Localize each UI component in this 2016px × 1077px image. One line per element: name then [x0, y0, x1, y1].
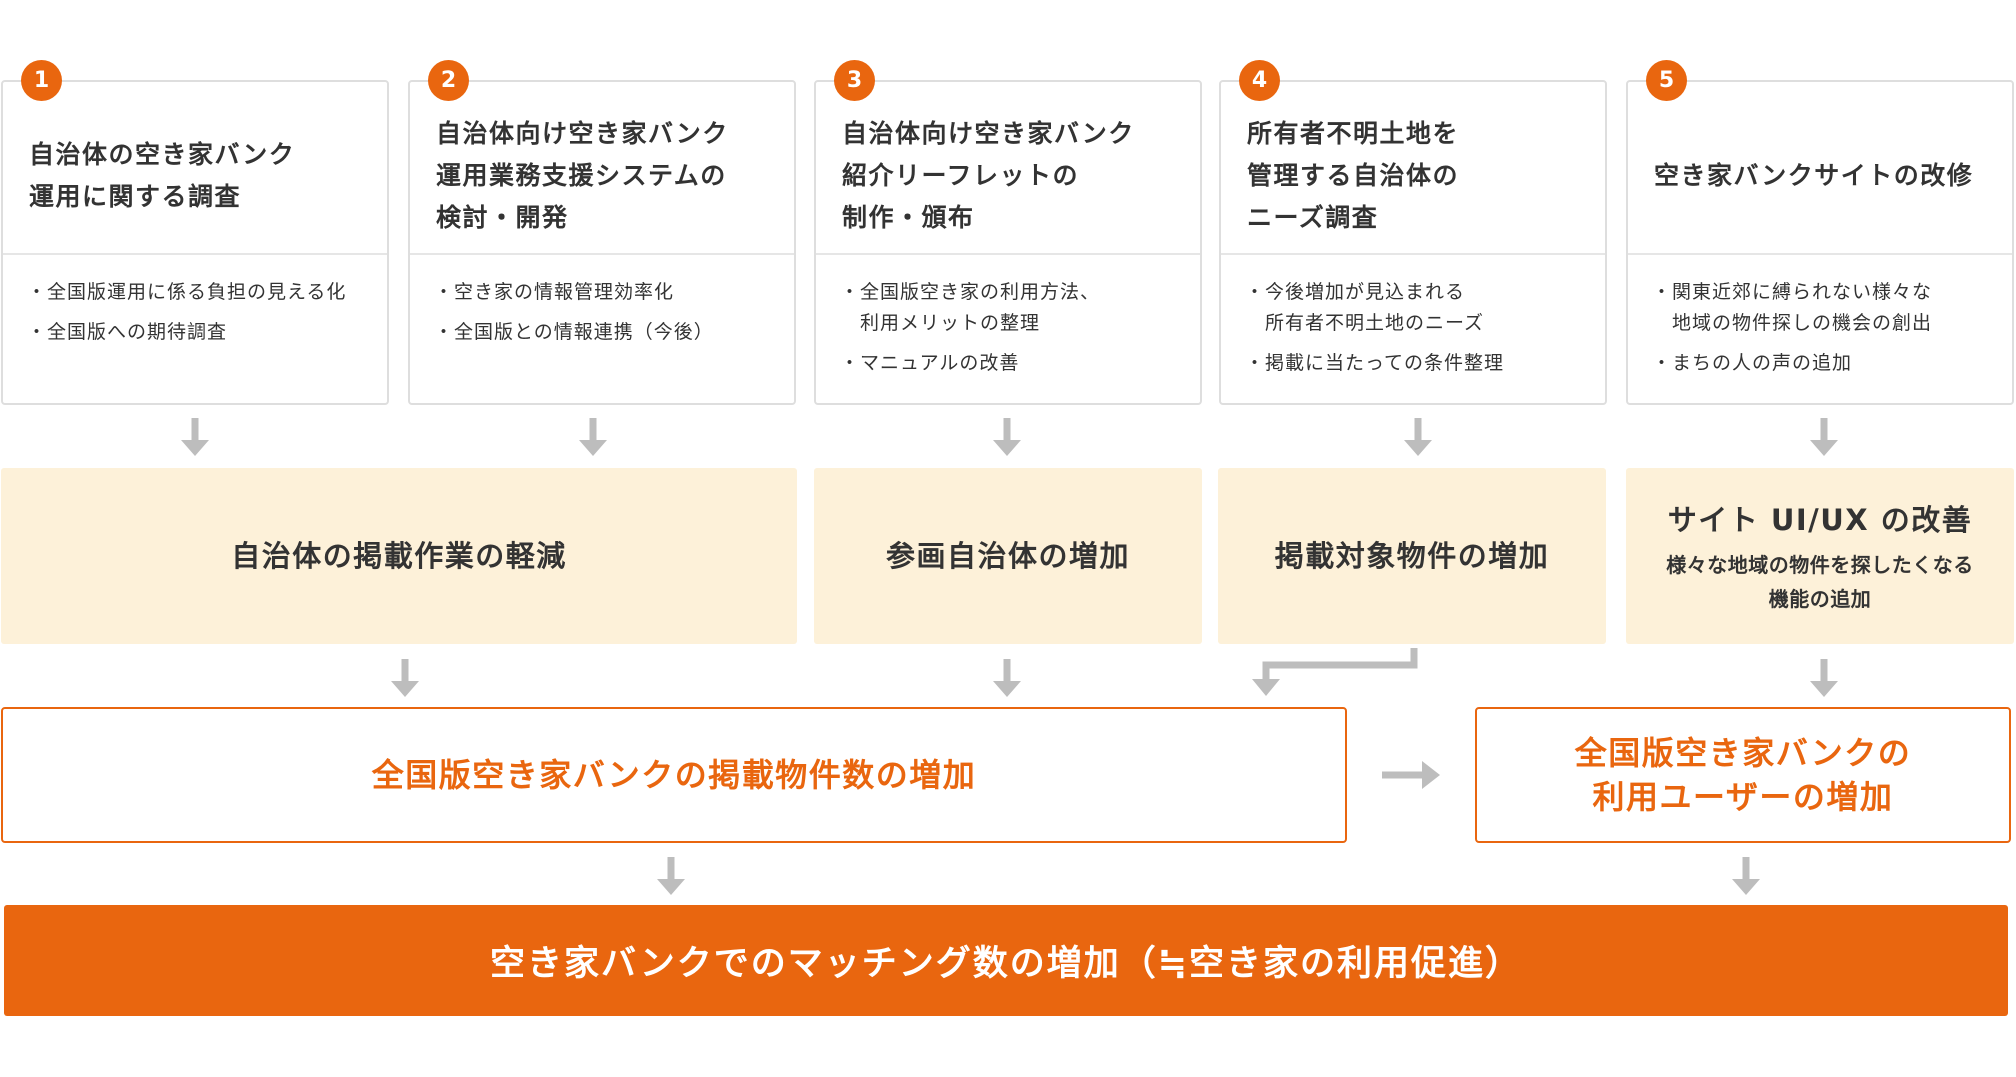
step-title: 自治体向け空き家バンク 紹介リーフレットの 制作・頒布 [842, 118, 1135, 232]
step-bullet-list: 空き家の情報管理効率化 全国版との情報連携（今後） [410, 255, 794, 348]
step-title: 空き家バンクサイトの改修 [1654, 160, 1974, 190]
step-bullet: 全国版運用に係る負担の見える化 [27, 277, 379, 308]
step-bullet: 今後増加が見込まれる 所有者不明土地のニーズ [1245, 277, 1597, 339]
arrow-right-icon [1382, 761, 1440, 789]
elbow-arrow-icon [1250, 648, 1430, 698]
outcome-label: 自治体の掲載作業の軽減 [231, 539, 567, 573]
outcome-box-municipality-increase: 参画自治体の増加 [814, 468, 1202, 644]
arrow-down-icon [993, 418, 1021, 456]
result-label: 全国版空き家バンクの掲載物件数の増加 [371, 756, 977, 794]
step-number-badge: 2 [428, 60, 469, 101]
arrow-down-icon [579, 418, 607, 456]
outcome-label: 参画自治体の増加 [885, 539, 1130, 573]
arrow-down-icon [391, 659, 419, 697]
step-bullet-list: 全国版空き家の利用方法、 利用メリットの整理 マニュアルの改善 [816, 255, 1200, 379]
step-bullet: マニュアルの改善 [840, 348, 1192, 379]
step-number-badge: 3 [834, 60, 875, 101]
step-title-area: 空き家バンクサイトの改修 [1628, 82, 2012, 255]
outcome-label: サイト UI/UX の改善 [1667, 503, 1973, 537]
arrow-down-icon [657, 857, 685, 895]
step-bullet: 掲載に当たっての条件整理 [1245, 348, 1597, 379]
arrow-down-icon [1732, 857, 1760, 895]
step-bullet-list: 全国版運用に係る負担の見える化 全国版への期待調査 [3, 255, 387, 348]
step-title: 自治体向け空き家バンク 運用業務支援システムの 検討・開発 [436, 118, 729, 232]
step-bullet: 関東近郊に縛られない様々な 地域の物件探しの機会の創出 [1652, 277, 2004, 339]
step-card-1: 1 自治体の空き家バンク 運用に関する調査 全国版運用に係る負担の見える化 全国… [1, 60, 389, 405]
step-number-badge: 4 [1239, 60, 1280, 101]
arrow-down-icon [1810, 659, 1838, 697]
step-bullet-list: 関東近郊に縛られない様々な 地域の物件探しの機会の創出 まちの人の声の追加 [1628, 255, 2012, 379]
result-box-listings-increase: 全国版空き家バンクの掲載物件数の増加 [1, 707, 1347, 843]
arrow-down-icon [993, 659, 1021, 697]
step-bullet: 全国版空き家の利用方法、 利用メリットの整理 [840, 277, 1192, 339]
outcome-box-property-increase: 掲載対象物件の増加 [1218, 468, 1606, 644]
step-bullet: 全国版への期待調査 [27, 317, 379, 348]
step-card-4: 4 所有者不明土地を 管理する自治体の ニーズ調査 今後増加が見込まれる 所有者… [1219, 60, 1607, 405]
step-card-2: 2 自治体向け空き家バンク 運用業務支援システムの 検討・開発 空き家の情報管理… [408, 60, 796, 405]
result-box-users-increase: 全国版空き家バンクの 利用ユーザーの増加 [1475, 707, 2011, 843]
result-label: 全国版空き家バンクの 利用ユーザーの増加 [1574, 734, 1912, 816]
step-bullet: 全国版との情報連携（今後） [434, 317, 786, 348]
step-number-badge: 5 [1646, 60, 1687, 101]
step-title-area: 自治体向け空き家バンク 運用業務支援システムの 検討・開発 [410, 82, 794, 255]
outcome-box-ui-ux-improvement: サイト UI/UX の改善 様々な地域の物件を探したくなる 機能の追加 [1626, 468, 2014, 644]
goal-label: 空き家バンクでのマッチング数の増加（≒空き家の利用促進） [489, 944, 1523, 984]
step-bullet: まちの人の声の追加 [1652, 348, 2004, 379]
goal-box: 空き家バンクでのマッチング数の増加（≒空き家の利用促進） [4, 905, 2008, 1016]
outcome-label: 掲載対象物件の増加 [1274, 539, 1550, 573]
step-title-area: 自治体向け空き家バンク 紹介リーフレットの 制作・頒布 [816, 82, 1200, 255]
outcome-box-workload-reduction: 自治体の掲載作業の軽減 [1, 468, 797, 644]
step-title: 所有者不明土地を 管理する自治体の ニーズ調査 [1247, 118, 1460, 232]
step-title: 自治体の空き家バンク 運用に関する調査 [29, 139, 296, 211]
step-bullet: 空き家の情報管理効率化 [434, 277, 786, 308]
step-card-5: 5 空き家バンクサイトの改修 関東近郊に縛られない様々な 地域の物件探しの機会の… [1626, 60, 2014, 405]
arrow-down-icon [1810, 418, 1838, 456]
step-number-badge: 1 [21, 60, 62, 101]
step-bullet-list: 今後増加が見込まれる 所有者不明土地のニーズ 掲載に当たっての条件整理 [1221, 255, 1605, 379]
outcome-sub-label: 様々な地域の物件を探したくなる 機能の追加 [1666, 553, 1974, 611]
arrow-down-icon [1404, 418, 1432, 456]
step-title-area: 所有者不明土地を 管理する自治体の ニーズ調査 [1221, 82, 1605, 255]
step-title-area: 自治体の空き家バンク 運用に関する調査 [3, 82, 387, 255]
arrow-down-icon [181, 418, 209, 456]
step-card-3: 3 自治体向け空き家バンク 紹介リーフレットの 制作・頒布 全国版空き家の利用方… [814, 60, 1202, 405]
